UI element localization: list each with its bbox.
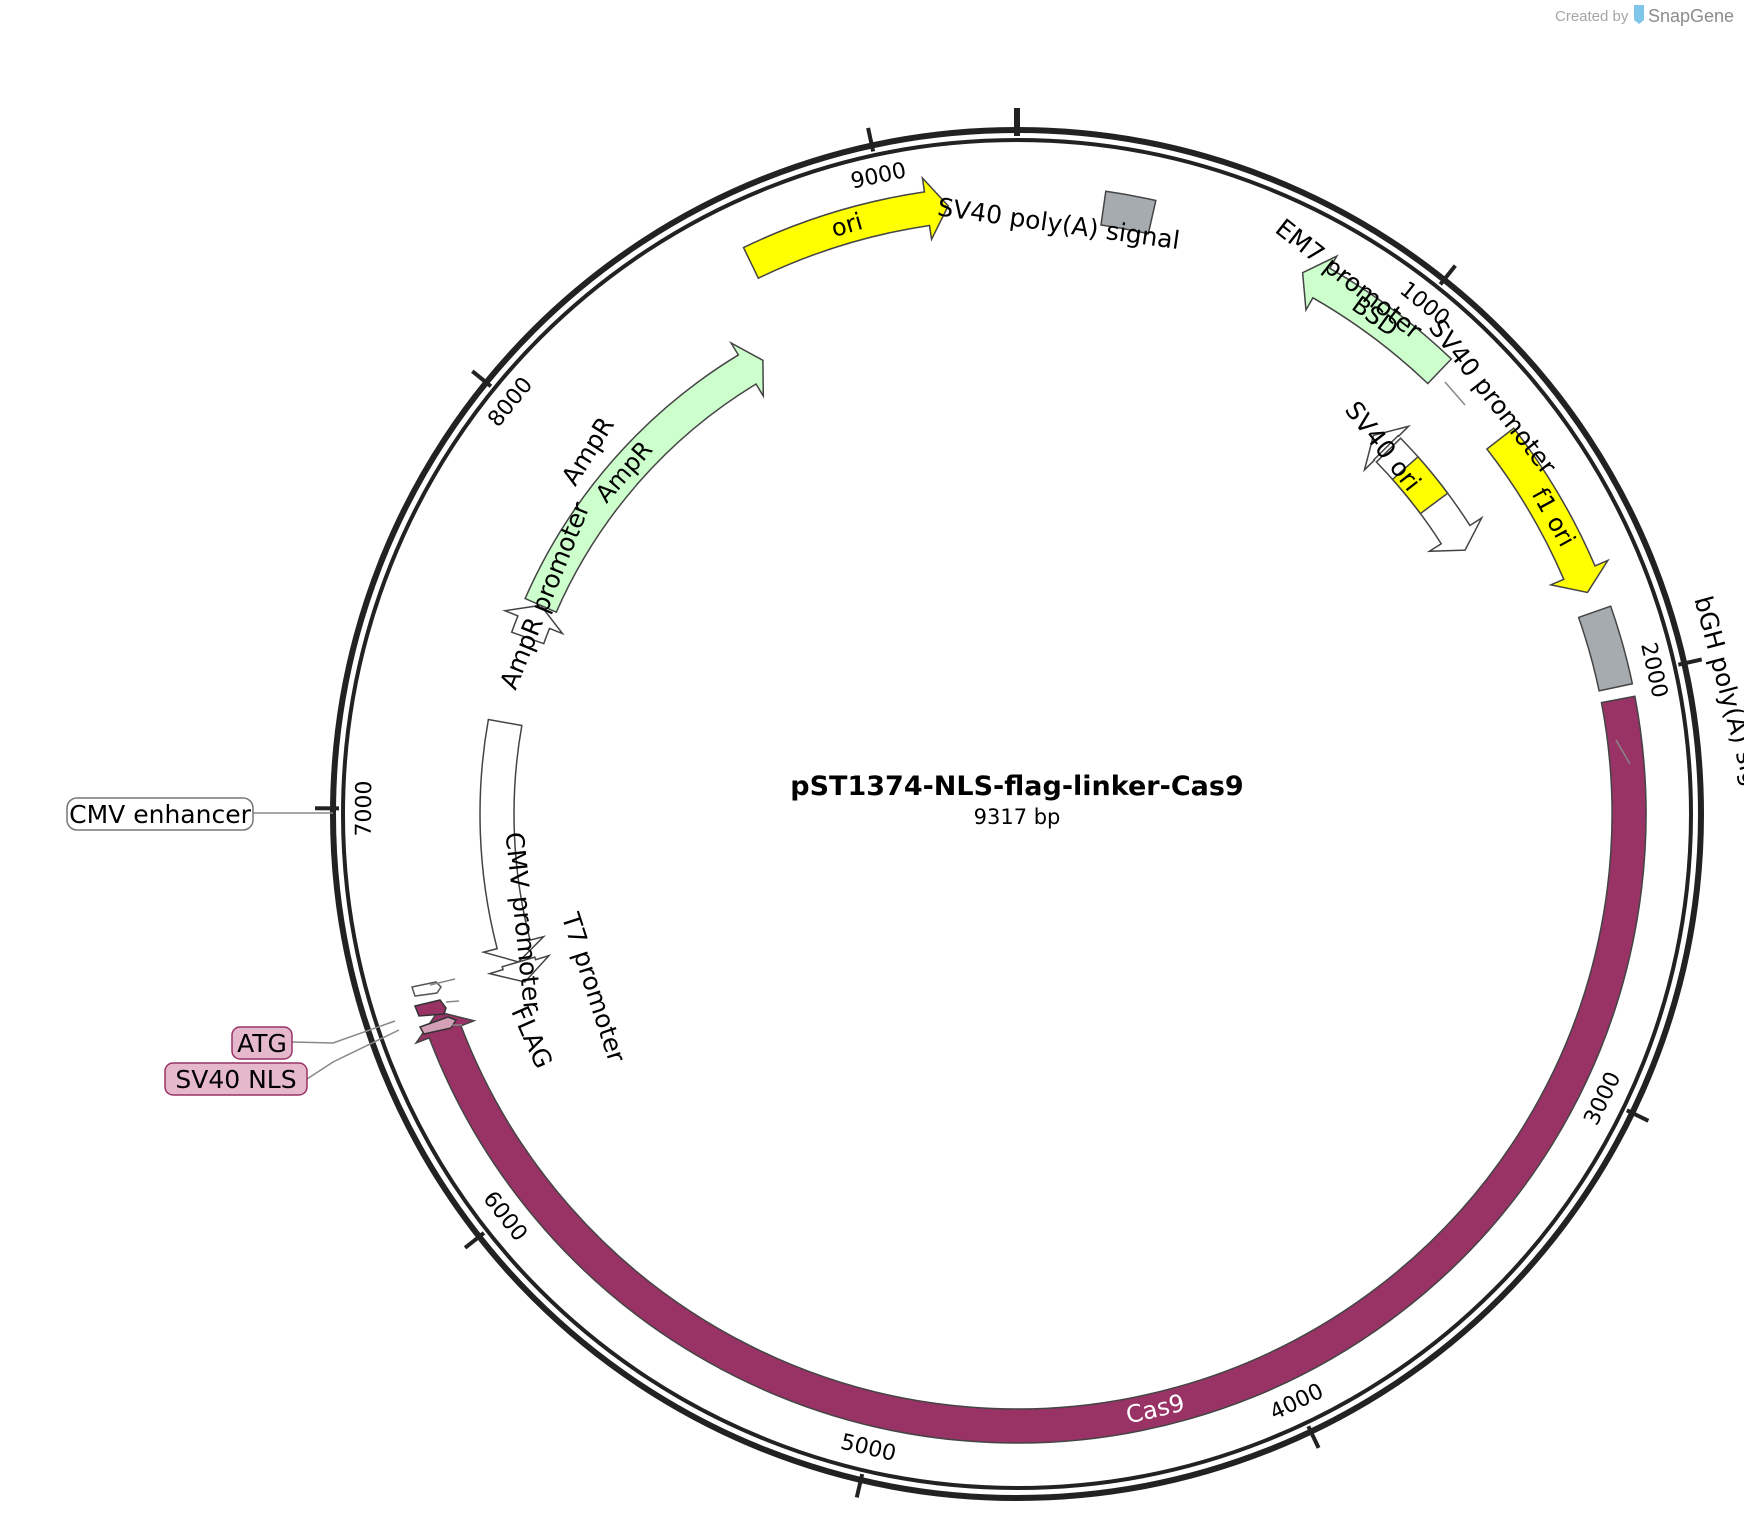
feature-sv40ori: [1391, 455, 1449, 515]
t7-tag-arrow: [411, 981, 442, 997]
feature-ori: [742, 175, 950, 280]
feature-ampr: [524, 340, 765, 614]
tick-3000: [1625, 1108, 1650, 1123]
cmv-enhancer-label: CMV enhancer: [69, 800, 251, 829]
feature-em7: [1363, 424, 1412, 473]
feature-amprprom: [502, 604, 565, 645]
inline-label-cas9: Cas9: [1123, 1389, 1187, 1430]
label-t7-promoter: T7 promoter: [555, 908, 631, 1066]
bgh-leader: [1615, 739, 1631, 765]
plasmid-name: pST1374-NLS-flag-linker-Cas9: [790, 771, 1243, 802]
feature-f1ori: [1485, 427, 1610, 594]
tick-label-8000: 8000: [483, 373, 538, 432]
sv40-nls-tag: [418, 1016, 458, 1035]
feature-cmv: [479, 718, 547, 963]
tick-label-5000: 5000: [838, 1430, 898, 1467]
tick-5000: [854, 1473, 865, 1498]
tick-label-2000: 2000: [1635, 640, 1672, 700]
tick-label-9000: 9000: [849, 158, 909, 194]
sv40-nls-label: SV40 NLS: [175, 1065, 296, 1094]
atg-label: ATG: [237, 1029, 287, 1058]
atg-tag: [413, 999, 447, 1017]
atg-box: [231, 1026, 293, 1060]
label-ampr-promoter: AmpR promoter: [494, 497, 596, 693]
backbone-inner-ring: [341, 138, 1693, 1490]
tick-1000: [1438, 264, 1457, 286]
feature-bsd: [1301, 254, 1453, 385]
tag-features: [411, 978, 462, 1035]
tick-2000: [1677, 657, 1703, 667]
feature-labels: SV40 poly(A) signal EM7 promoter SV40 pr…: [494, 192, 1744, 1072]
feature-cas9: [414, 695, 1647, 1444]
label-bgh-polya: bGH poly(A) signal: [1688, 593, 1744, 826]
tick-6000: [463, 1231, 486, 1250]
tick-8000: [471, 369, 493, 388]
label-flag: FLAG: [505, 1002, 558, 1073]
feature-sv40polya: [1100, 190, 1157, 235]
credit-brand: SnapGene: [1648, 6, 1734, 26]
sv40-nls-box: [164, 1062, 308, 1096]
tick-9000: [866, 127, 876, 152]
side-callouts: CMV enhancer ATG SV40 NLS: [66, 797, 400, 1096]
credit-prefix: Created by: [1555, 8, 1629, 25]
feature-bghpolya: [1577, 605, 1634, 692]
tick-4000: [1306, 1425, 1321, 1449]
plasmid-length: 9317 bp: [974, 805, 1061, 829]
label-sv40-ori: SV40 ori: [1339, 396, 1427, 497]
label-em7-promoter: EM7 promoter: [1270, 213, 1428, 345]
sv40-promoter-leader: [1444, 381, 1466, 406]
cmv-enhancer-box: [66, 797, 254, 831]
tick-label-7000: 7000: [352, 781, 377, 837]
snapgene-logo-icon: [1634, 5, 1644, 24]
feature-t7: [486, 954, 552, 983]
